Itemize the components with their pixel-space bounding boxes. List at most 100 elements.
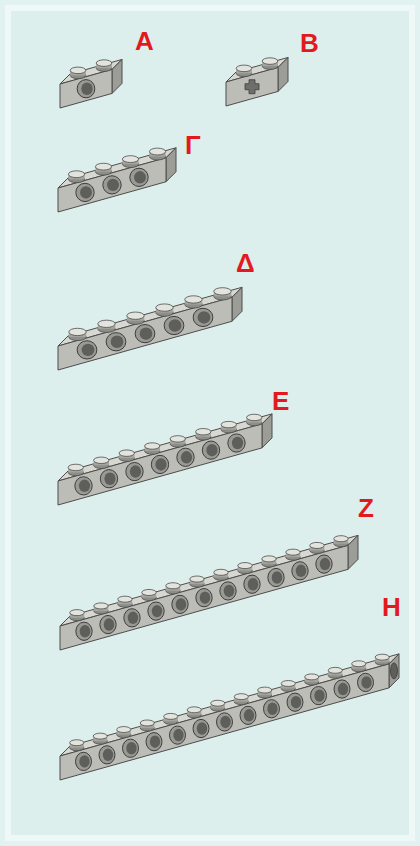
brick-front (58, 297, 232, 370)
stud-top (127, 312, 144, 319)
pin-hole-inner (320, 558, 331, 570)
brick-end (232, 287, 242, 321)
stud-top (70, 610, 84, 616)
stud-top (310, 542, 324, 548)
stud-top (187, 707, 201, 713)
pin-hole (287, 693, 303, 711)
pin-hole (193, 719, 209, 737)
technic-brick (58, 287, 242, 370)
pin-hole (75, 477, 92, 495)
stud-top (258, 687, 272, 693)
stud-top (328, 667, 342, 673)
technic-brick (58, 148, 176, 212)
stud-top (170, 436, 185, 442)
pin-hole-inner (272, 571, 283, 583)
stud-top (262, 556, 276, 562)
pin-hole-inner (267, 703, 277, 715)
pin-hole-inner (224, 585, 235, 597)
pin-hole-inner (169, 319, 182, 331)
pin-hole-inner (128, 612, 139, 624)
stud-top (70, 67, 86, 74)
pin-hole (77, 341, 97, 359)
brick-front (60, 664, 389, 780)
stud-top (166, 583, 180, 589)
pin-hole-inner (155, 458, 166, 470)
stud-top (281, 681, 295, 687)
stud-top (221, 421, 236, 427)
part-letter: Ε (272, 388, 289, 414)
pin-hole (130, 168, 148, 186)
axle-hole (245, 80, 259, 94)
technic-brick (60, 535, 358, 650)
pin-hole (172, 595, 188, 613)
stud-top (190, 576, 204, 582)
pin-hole (316, 555, 332, 573)
brick-front (60, 69, 112, 108)
pin-hole (148, 602, 164, 620)
stud-top (68, 464, 83, 470)
brick-front (226, 67, 278, 106)
brick-front (58, 158, 166, 212)
pin-hole-inner (361, 676, 371, 688)
brick-top (60, 535, 358, 626)
stud-top (305, 674, 319, 680)
stud-top (117, 727, 131, 733)
stud-top (262, 58, 278, 65)
pin-hole (311, 687, 327, 705)
stud-top (94, 603, 108, 609)
brick-front (60, 545, 348, 650)
pin-hole (100, 470, 117, 488)
pin-hole (76, 183, 94, 201)
brick-end (166, 148, 176, 182)
pin-hole-inner (296, 565, 307, 577)
pin-hole-inner (140, 327, 153, 339)
stud-top (214, 288, 231, 295)
pin-hole-inner (197, 722, 207, 734)
part-letter: Α (135, 28, 154, 54)
pin-hole-inner (152, 605, 163, 617)
stud-top (334, 536, 348, 542)
stud-top (98, 320, 115, 327)
part-letter: Η (382, 594, 401, 620)
pin-hole (76, 622, 92, 640)
pin-hole (170, 726, 186, 744)
stud-top (69, 328, 86, 335)
pin-hole-inner (130, 465, 141, 477)
stud-top (234, 694, 248, 700)
stud-top (94, 457, 109, 463)
part-letter: Γ (185, 132, 201, 158)
brick-top (58, 414, 272, 481)
pin-hole (217, 713, 233, 731)
pin-hole-inner (104, 472, 115, 484)
pin-hole-inner (173, 729, 183, 741)
stud-top (214, 569, 228, 575)
pin-hole-inner (338, 683, 348, 695)
pin-hole (77, 80, 95, 98)
stud-top (145, 443, 160, 449)
pin-hole-inner (248, 578, 259, 590)
technic-brick (60, 654, 399, 780)
pin-hole-inner (79, 755, 89, 767)
pin-hole (202, 441, 219, 459)
pin-hole (177, 448, 194, 466)
pin-hole (196, 589, 212, 607)
pin-hole-inner (232, 437, 243, 449)
pin-hole-inner (291, 696, 301, 708)
pin-hole-inner (134, 171, 146, 183)
pin-hole-inner (198, 311, 211, 323)
pin-hole-inner (150, 735, 160, 747)
pin-hole (228, 434, 245, 452)
pin-hole-inner (80, 186, 92, 198)
pin-hole-inner (206, 444, 217, 456)
stud-top (247, 414, 262, 420)
pin-hole (334, 680, 350, 698)
stud-top (122, 156, 138, 163)
stud-top (352, 661, 366, 667)
stud-top (119, 450, 134, 456)
pin-hole (358, 673, 374, 691)
stud-top (149, 148, 165, 155)
brick-end (112, 59, 122, 93)
pin-hole (264, 700, 280, 718)
